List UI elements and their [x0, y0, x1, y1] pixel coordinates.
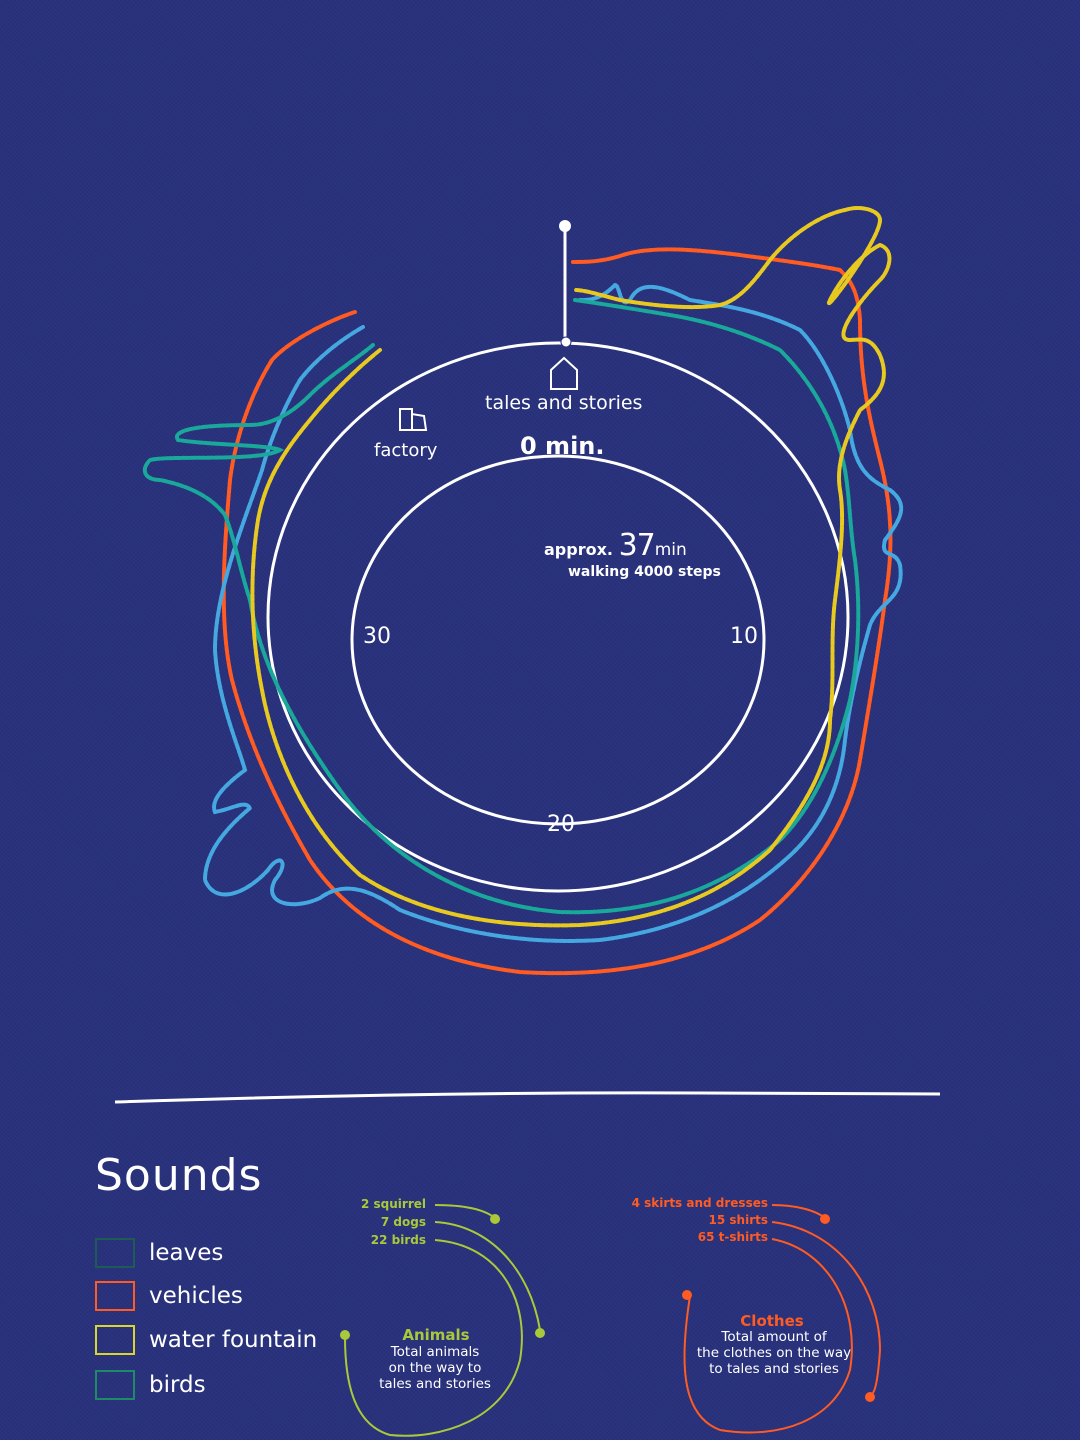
summary-minutes: 37: [618, 528, 656, 563]
animals-desc-line: on the way to: [388, 1360, 482, 1376]
animals-item: 22 birds: [370, 1233, 426, 1247]
legend-label: water fountain: [149, 1327, 318, 1353]
pin-icon: [559, 220, 572, 348]
legend-item-vehicles: vehicles: [95, 1281, 243, 1311]
animals-desc-line: tales and stories: [379, 1376, 491, 1392]
animals-item: 7 dogs: [380, 1215, 426, 1229]
legend-swatch-vehicles: [95, 1281, 135, 1311]
house-icon: [550, 356, 578, 390]
clothes-desc-line: to tales and stories: [709, 1361, 839, 1377]
divider-line: [114, 1091, 941, 1104]
legend-item-birds: birds: [95, 1370, 206, 1400]
start-label: factory: [374, 440, 438, 461]
tick-10: 10: [730, 624, 758, 649]
legend-swatch-birds: [95, 1370, 135, 1400]
clothes-description: Total amount of the clothes on the way t…: [664, 1329, 884, 1377]
start-time-label: 0 min.: [520, 432, 605, 460]
thread-yellow: [250, 206, 892, 928]
animals-desc-line: Total animals: [390, 1344, 480, 1360]
thread-teal: [142, 298, 861, 915]
clothes-item: 4 skirts and dresses: [631, 1196, 768, 1210]
animals-description: Total animals on the way to tales and st…: [325, 1344, 545, 1392]
animals-item: 2 squirrel: [360, 1197, 426, 1211]
summary-unit: min: [654, 540, 687, 560]
clothes-title: Clothes: [740, 1312, 804, 1330]
sounds-title: Sounds: [95, 1150, 263, 1201]
animals-dots: [340, 1214, 545, 1340]
destination-label: tales and stories: [485, 392, 643, 414]
inner-time-ring: [350, 454, 766, 826]
legend-label: birds: [149, 1372, 206, 1398]
legend-label: vehicles: [149, 1283, 243, 1309]
summary-prefix: approx.: [544, 540, 613, 559]
legend-label: leaves: [149, 1240, 224, 1266]
thread-blue: [202, 282, 904, 943]
thread-vehicles: [221, 247, 893, 976]
factory-icon: [399, 408, 428, 431]
clothes-dots: [682, 1214, 875, 1402]
legend-swatch-water-fountain: [95, 1325, 135, 1355]
legend-item-water-fountain: water fountain: [95, 1325, 317, 1355]
clothes-item: 65 t-shirts: [697, 1230, 768, 1244]
tick-20: 20: [547, 812, 575, 837]
outer-time-ring: [266, 341, 850, 893]
clothes-desc-line: Total amount of: [721, 1329, 827, 1345]
clothes-item: 15 shirts: [708, 1213, 768, 1227]
legend-swatch-leaves: [95, 1238, 135, 1268]
summary-steps: walking 4000 steps: [568, 564, 721, 580]
clothes-desc-line: the clothes on the way: [696, 1345, 852, 1361]
animals-title: Animals: [402, 1326, 470, 1344]
tick-30: 30: [363, 624, 391, 649]
summary-duration: approx. 37min: [544, 528, 687, 563]
legend-item-leaves: leaves: [95, 1238, 223, 1268]
